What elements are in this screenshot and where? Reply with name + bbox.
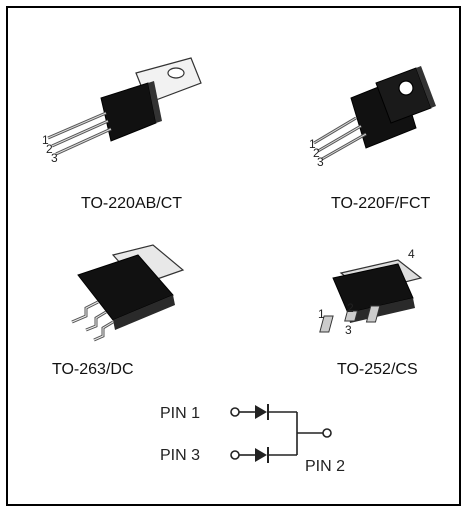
package-label-to252: TO-252/CS (337, 361, 418, 378)
diode-symbol-2 (230, 447, 297, 463)
pin3-number: 3 (345, 323, 352, 337)
diagram-frame: 1 2 3 1 2 3 TO-220AB/CT TO-220F/FCT (6, 6, 461, 506)
package-label-to220ab: TO-220AB/CT (81, 195, 183, 212)
pin2-number: 2 (347, 301, 354, 315)
to263-package-image (71, 244, 185, 342)
pin2-label: PIN 2 (305, 458, 345, 475)
pin2-number: 2 (46, 142, 53, 156)
to252-package-image: 4 1 2 3 (318, 247, 423, 337)
to220ab-package-image: 1 2 3 (42, 57, 202, 165)
pin1-number: 1 (318, 307, 325, 321)
pin1-number: 1 (309, 137, 316, 151)
to220f-package-image: 1 2 3 (309, 66, 436, 169)
package-label-to220f: TO-220F/FCT (331, 195, 431, 212)
pin-schematic: PIN 1 PIN 3 PIN 2 (160, 404, 345, 475)
pin3-label: PIN 3 (160, 447, 200, 464)
pin2-number: 2 (313, 146, 320, 160)
pin1-number: 1 (42, 133, 49, 147)
pin4-number: 4 (408, 247, 415, 261)
common-cathode-node (296, 412, 332, 455)
pin1-label: PIN 1 (160, 405, 200, 422)
package-label-to263: TO-263/DC (52, 361, 134, 378)
diode-symbol-1 (230, 404, 297, 420)
pin3-number: 3 (51, 151, 58, 165)
pin3-number: 3 (317, 155, 324, 169)
